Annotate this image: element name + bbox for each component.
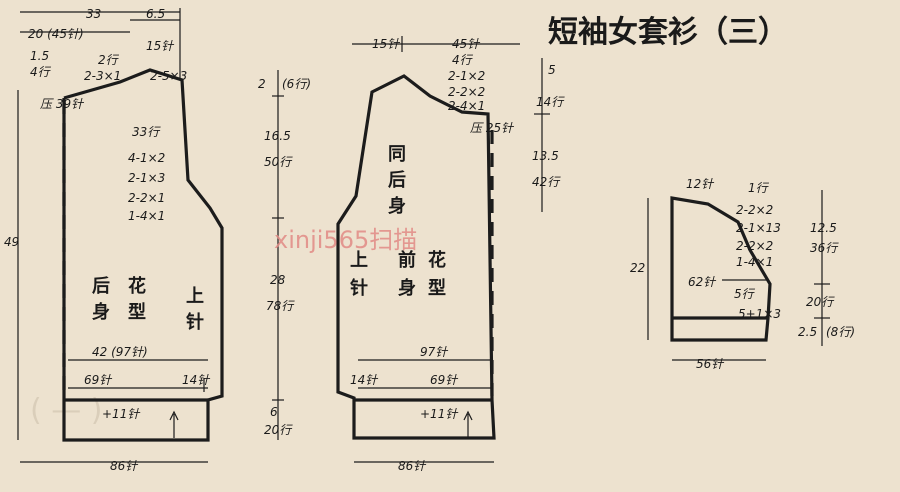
- sleeve-dec4: 1-4×1: [736, 255, 773, 269]
- back-plus11: +11针: [102, 407, 140, 421]
- ghost-text: ( — ): [30, 393, 102, 428]
- center-v1: 2: [258, 77, 266, 91]
- sleeve-inc: 5+1×3: [738, 307, 781, 321]
- front-bottom: 86针: [398, 459, 426, 473]
- front-same-1: 同: [388, 144, 406, 165]
- back-shoulder-rows: 2行: [98, 53, 120, 67]
- front-69: 69针: [430, 373, 458, 387]
- front-same-2: 后: [388, 170, 406, 191]
- center-v4: 6: [270, 405, 278, 419]
- back-shoulder-dec: 2-5×3: [150, 69, 187, 83]
- sleeve-piece: 12针 1行 2-2×2 2-1×13 2-2×2 1-4×1 12.5 36行…: [630, 177, 855, 371]
- sleeve-v25: 2.5: [798, 325, 817, 339]
- front-top-right: 45针: [452, 37, 480, 51]
- front-dec3: 2-4×1: [448, 99, 485, 113]
- front-label-2: 身: [398, 277, 416, 299]
- back-height: 49: [4, 235, 19, 249]
- back-armhole-e: 1-4×1: [128, 209, 165, 223]
- back-14: 14针: [182, 373, 210, 387]
- front-label-1: 前: [398, 249, 416, 271]
- sleeve-v20: 20行: [806, 295, 835, 309]
- back-pattern-2: 型: [128, 301, 146, 323]
- front-14: 14针: [350, 373, 378, 387]
- back-up-2: 针: [186, 311, 204, 333]
- back-top-total: 33: [86, 7, 101, 21]
- diagram-title: 短袖女套衫（三）: [548, 15, 788, 50]
- back-bottom: 86针: [110, 459, 138, 473]
- front-up-1: 上: [350, 250, 368, 271]
- center-v1b: (6行): [282, 77, 311, 91]
- center-v3b: 78行: [266, 299, 295, 313]
- sleeve-outline: [670, 196, 772, 342]
- front-rows4: 4行: [452, 53, 474, 67]
- sleeve-height: 22: [630, 261, 645, 275]
- back-69: 69针: [84, 373, 112, 387]
- sleeve-62: 62针: [688, 275, 716, 289]
- sleeve-bottom: 56针: [696, 357, 724, 371]
- sleeve-rows1: 1行: [748, 181, 770, 195]
- front-dec1: 2-1×2: [448, 69, 485, 83]
- back-mid-width: 42 (97针): [92, 345, 148, 359]
- front-pattern-1: 花: [428, 249, 446, 271]
- back-armhole-rows: 33行: [132, 125, 161, 139]
- center-dims: 2 (6行) 16.5 50行 28 78行 6 20行: [258, 70, 311, 440]
- front-dec2: 2-2×2: [448, 85, 485, 99]
- back-left-b: 4行: [30, 65, 52, 79]
- front-press: 压 25针: [470, 121, 514, 135]
- front-pattern-2: 型: [428, 277, 446, 299]
- back-top-right-st: 15针: [146, 39, 174, 53]
- back-outline: [62, 68, 224, 442]
- back-armhole-b: 4-1×2: [128, 151, 165, 165]
- sleeve-v8: (8行): [826, 325, 855, 339]
- front-same-3: 身: [388, 195, 406, 217]
- sleeve-rows5: 5行: [734, 287, 756, 301]
- front-plus11: +11针: [420, 407, 458, 421]
- front-v42: 42行: [532, 175, 561, 189]
- sleeve-dec1: 2-2×2: [736, 203, 773, 217]
- front-piece: 15针 45针 4行 2-1×2 2-2×2 2-4×1 压 25针 5 14行…: [336, 36, 565, 473]
- front-v14: 14行: [536, 95, 565, 109]
- sleeve-dec3: 2-2×2: [736, 239, 773, 253]
- watermark: xinji565扫描: [274, 226, 417, 254]
- front-v5: 5: [548, 63, 556, 77]
- back-armhole-d: 2-2×1: [128, 191, 165, 205]
- center-v2b: 50行: [264, 155, 293, 169]
- back-press: 压 39针: [40, 97, 84, 111]
- back-armhole-c: 2-1×3: [128, 171, 165, 185]
- back-label-1: 后: [92, 276, 110, 297]
- front-up-arrowhead: [463, 410, 473, 421]
- sleeve-dec2: 2-1×13: [736, 221, 781, 235]
- center-v4b: 20行: [264, 423, 293, 437]
- front-97: 97针: [420, 345, 448, 359]
- front-v135: 13.5: [532, 149, 559, 163]
- back-shoulder-b: 2-3×1: [84, 69, 121, 83]
- center-v3: 28: [270, 273, 286, 287]
- sleeve-v125: 12.5: [810, 221, 837, 235]
- sleeve-v36: 36行: [810, 241, 839, 255]
- back-up-1: 上: [186, 286, 204, 307]
- front-up-2: 针: [350, 277, 368, 299]
- back-top-right: 6.5: [146, 7, 165, 21]
- sleeve-top: 12针: [686, 177, 714, 191]
- back-label-2: 身: [92, 301, 110, 323]
- center-v2: 16.5: [264, 129, 291, 143]
- back-left-a: 1.5: [30, 49, 49, 63]
- front-top-left: 15针: [372, 37, 400, 51]
- back-piece: 33 20 (45针) 6.5 15针 2行 2-3×1 2-5×3 1.5 4…: [4, 7, 224, 473]
- back-up-arrowhead: [169, 410, 179, 421]
- back-pattern-1: 花: [128, 275, 146, 297]
- back-top-left: 20 (45针): [28, 27, 84, 41]
